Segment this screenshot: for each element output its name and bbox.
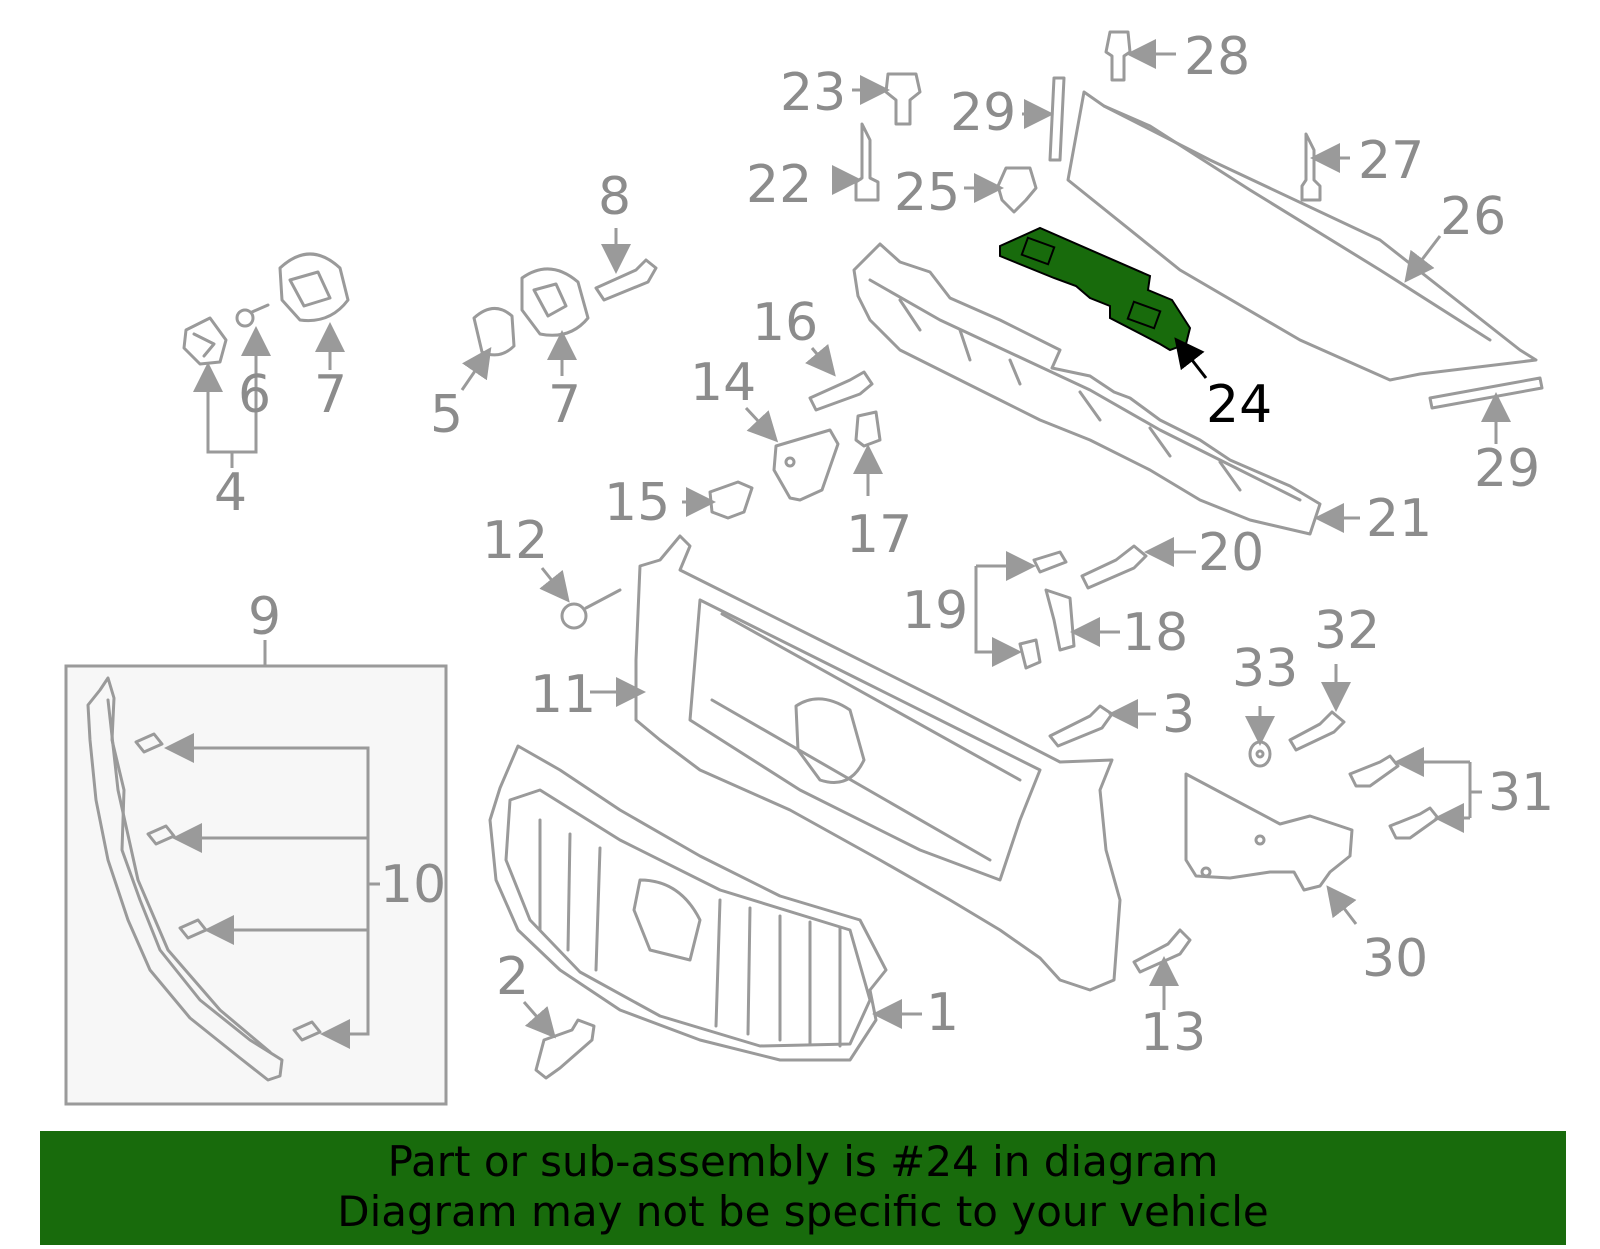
callout-3: 3 [1162,685,1195,745]
grille-molding [86,676,284,1082]
callout-27: 27 [1358,131,1424,191]
callout-14: 14 [690,353,756,413]
bracket-14 [772,428,840,502]
callout-24: 24 [1206,375,1272,435]
seal-26 [1066,90,1538,382]
callout-7a: 7 [314,365,347,425]
bolt-32 [1288,710,1346,752]
bracket-30 [1184,772,1354,892]
callout-1: 1 [926,983,959,1043]
callout-30: 30 [1362,929,1428,989]
part-24-highlight [999,226,1192,352]
callout-20: 20 [1198,523,1264,583]
callout-17: 17 [846,505,912,565]
bolt-8 [594,258,658,302]
washer-33 [1248,740,1272,768]
callout-33: 33 [1232,639,1298,699]
callout-25: 25 [894,163,960,223]
clip-25 [996,166,1038,214]
callout-22: 22 [746,155,812,215]
callout-31: 31 [1488,763,1554,823]
callout-21: 21 [1366,489,1432,549]
callout-15: 15 [604,473,670,533]
callout-11: 11 [530,665,596,725]
callout-29b: 29 [1474,439,1540,499]
panel-11 [634,534,1122,992]
screw-6 [235,303,270,328]
inset-box [64,664,448,1106]
callout-7b: 7 [548,375,581,435]
callout-29a: 29 [950,83,1016,143]
bracket-2 [534,1018,596,1080]
emblem-4 [182,316,228,366]
emblem-7-right [520,267,590,337]
emblem-5 [472,307,516,357]
strip-29-top [1048,76,1066,162]
clip-19 [1018,550,1068,670]
shield-21 [852,242,1322,536]
callout-8: 8 [598,167,631,227]
bolt-20 [1080,544,1148,590]
bolt-3 [1048,704,1114,748]
pin-27 [1300,132,1322,202]
callout-10: 10 [380,855,446,915]
screw-12 [560,588,622,630]
callout-12: 12 [482,511,548,571]
callout-19: 19 [902,581,968,641]
clip-15 [708,480,754,520]
banner-line-part: Part or sub-assembly is #24 in diagram [387,1137,1219,1186]
bolt-23 [884,72,922,126]
bolt-16 [808,370,874,412]
callout-28: 28 [1184,27,1250,87]
bolt-13 [1132,928,1192,974]
callout-13: 13 [1140,1003,1206,1063]
info-banner: Part or sub-assembly is #24 in diagram D… [40,1131,1566,1245]
clip-17 [854,410,882,448]
callout-5: 5 [430,385,463,445]
callout-4: 4 [214,463,247,523]
strip-29-bottom [1428,376,1544,410]
banner-line-disclaimer: Diagram may not be specific to your vehi… [337,1187,1269,1236]
callout-26: 26 [1440,187,1506,247]
callout-18: 18 [1122,603,1188,663]
emblem-7-left [278,252,350,323]
callout-2: 2 [496,947,529,1007]
callout-16: 16 [752,293,818,353]
pin-22 [854,122,880,202]
callout-9: 9 [248,587,281,647]
bracket-18 [1044,588,1076,652]
clip-31 [1348,754,1440,840]
clip-28 [1104,30,1132,82]
callout-23: 23 [780,63,846,123]
callout-6: 6 [238,365,271,425]
callout-32: 32 [1314,601,1380,661]
